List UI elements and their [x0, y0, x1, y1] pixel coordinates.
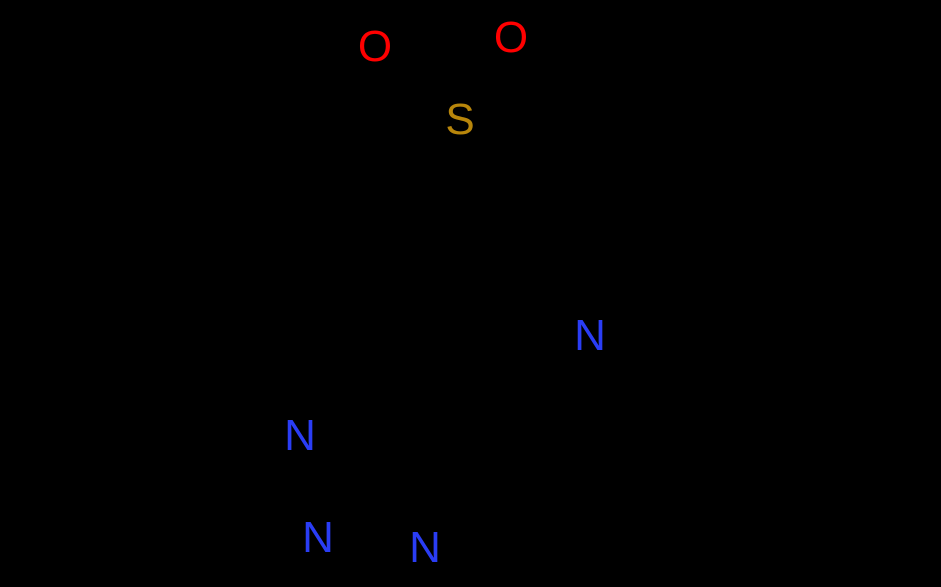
bond-8 — [498, 350, 568, 422]
bond-14 — [419, 447, 439, 524]
bond-15 — [203, 398, 274, 430]
bond-20 — [686, 145, 771, 200]
bond-24 — [689, 294, 784, 344]
bond-13 — [343, 543, 402, 550]
bond-3 — [403, 144, 454, 207]
bond-20 — [689, 150, 774, 205]
bond-1 — [391, 72, 441, 105]
bond-21 — [768, 148, 857, 192]
atom-label-nitrogen-1: N — [284, 411, 316, 460]
atom-label-oxygen-1: O — [357, 22, 393, 71]
bond-9 — [438, 418, 502, 522]
bond-17 — [612, 288, 692, 332]
bond-1 — [394, 67, 444, 100]
atom-label-sulfur-1: S — [445, 95, 475, 144]
bond-16 — [118, 398, 207, 432]
bond-22 — [856, 187, 866, 292]
bond-4 — [468, 144, 525, 207]
bond-2 — [475, 61, 493, 102]
atom-label-oxygen-2: O — [493, 13, 529, 62]
atom-label-nitrogen-3: N — [409, 523, 441, 572]
atom-label-nitrogen-4: N — [574, 311, 606, 360]
bond-12 — [301, 459, 318, 514]
bond-22 — [849, 188, 859, 293]
bond-12 — [294, 460, 311, 515]
bond-14 — [426, 448, 446, 525]
bond-11 — [328, 418, 407, 430]
bond-2 — [468, 58, 486, 99]
atom-label-nitrogen-2: N — [302, 513, 334, 562]
bond-23 — [778, 288, 862, 347]
bond-24 — [686, 301, 781, 351]
bond-7 — [521, 203, 582, 302]
